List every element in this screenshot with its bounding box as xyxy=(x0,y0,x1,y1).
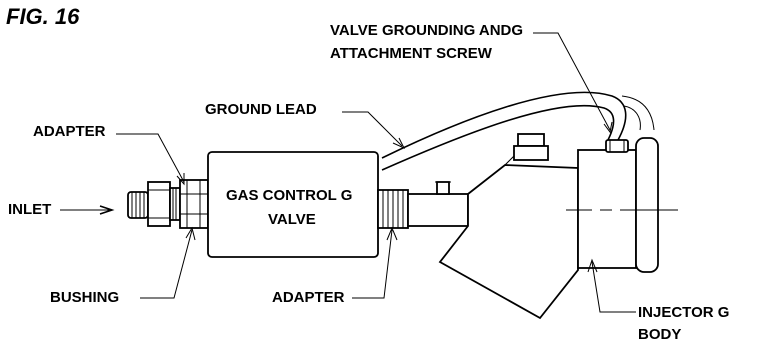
grounding-screw xyxy=(605,139,629,153)
label-adapter-left: ADAPTER xyxy=(33,123,106,140)
injector-hex-nut xyxy=(513,133,549,161)
label-inlet: INLET xyxy=(8,201,51,218)
injector-body xyxy=(566,137,678,273)
supply-pipe xyxy=(407,181,469,227)
right-adapter xyxy=(377,189,409,229)
figure-title: FIG. 16 xyxy=(6,4,80,29)
label-valve-grounding-line1: VALVE GROUNDING ANDG xyxy=(330,22,523,39)
left-adapter-bushing xyxy=(179,179,209,229)
label-injector-line1: INJECTOR G xyxy=(638,304,729,321)
injector-tube xyxy=(438,164,579,320)
inlet-fitting xyxy=(127,181,181,227)
label-valve-grounding-line2: ATTACHMENT SCREW xyxy=(330,45,493,62)
label-ground-lead: GROUND LEAD xyxy=(205,101,317,118)
label-adapter-bottom: ADAPTER xyxy=(272,289,345,306)
leader-lines xyxy=(60,32,636,313)
ground-lead-wire xyxy=(381,91,655,171)
label-injector-line2: BODY xyxy=(638,326,681,343)
label-gas-control-line1: GAS CONTROL G xyxy=(226,187,352,204)
gas-control-valve-body xyxy=(207,151,379,258)
label-gas-control-line2: VALVE xyxy=(268,211,316,228)
label-bushing: BUSHING xyxy=(50,289,119,306)
